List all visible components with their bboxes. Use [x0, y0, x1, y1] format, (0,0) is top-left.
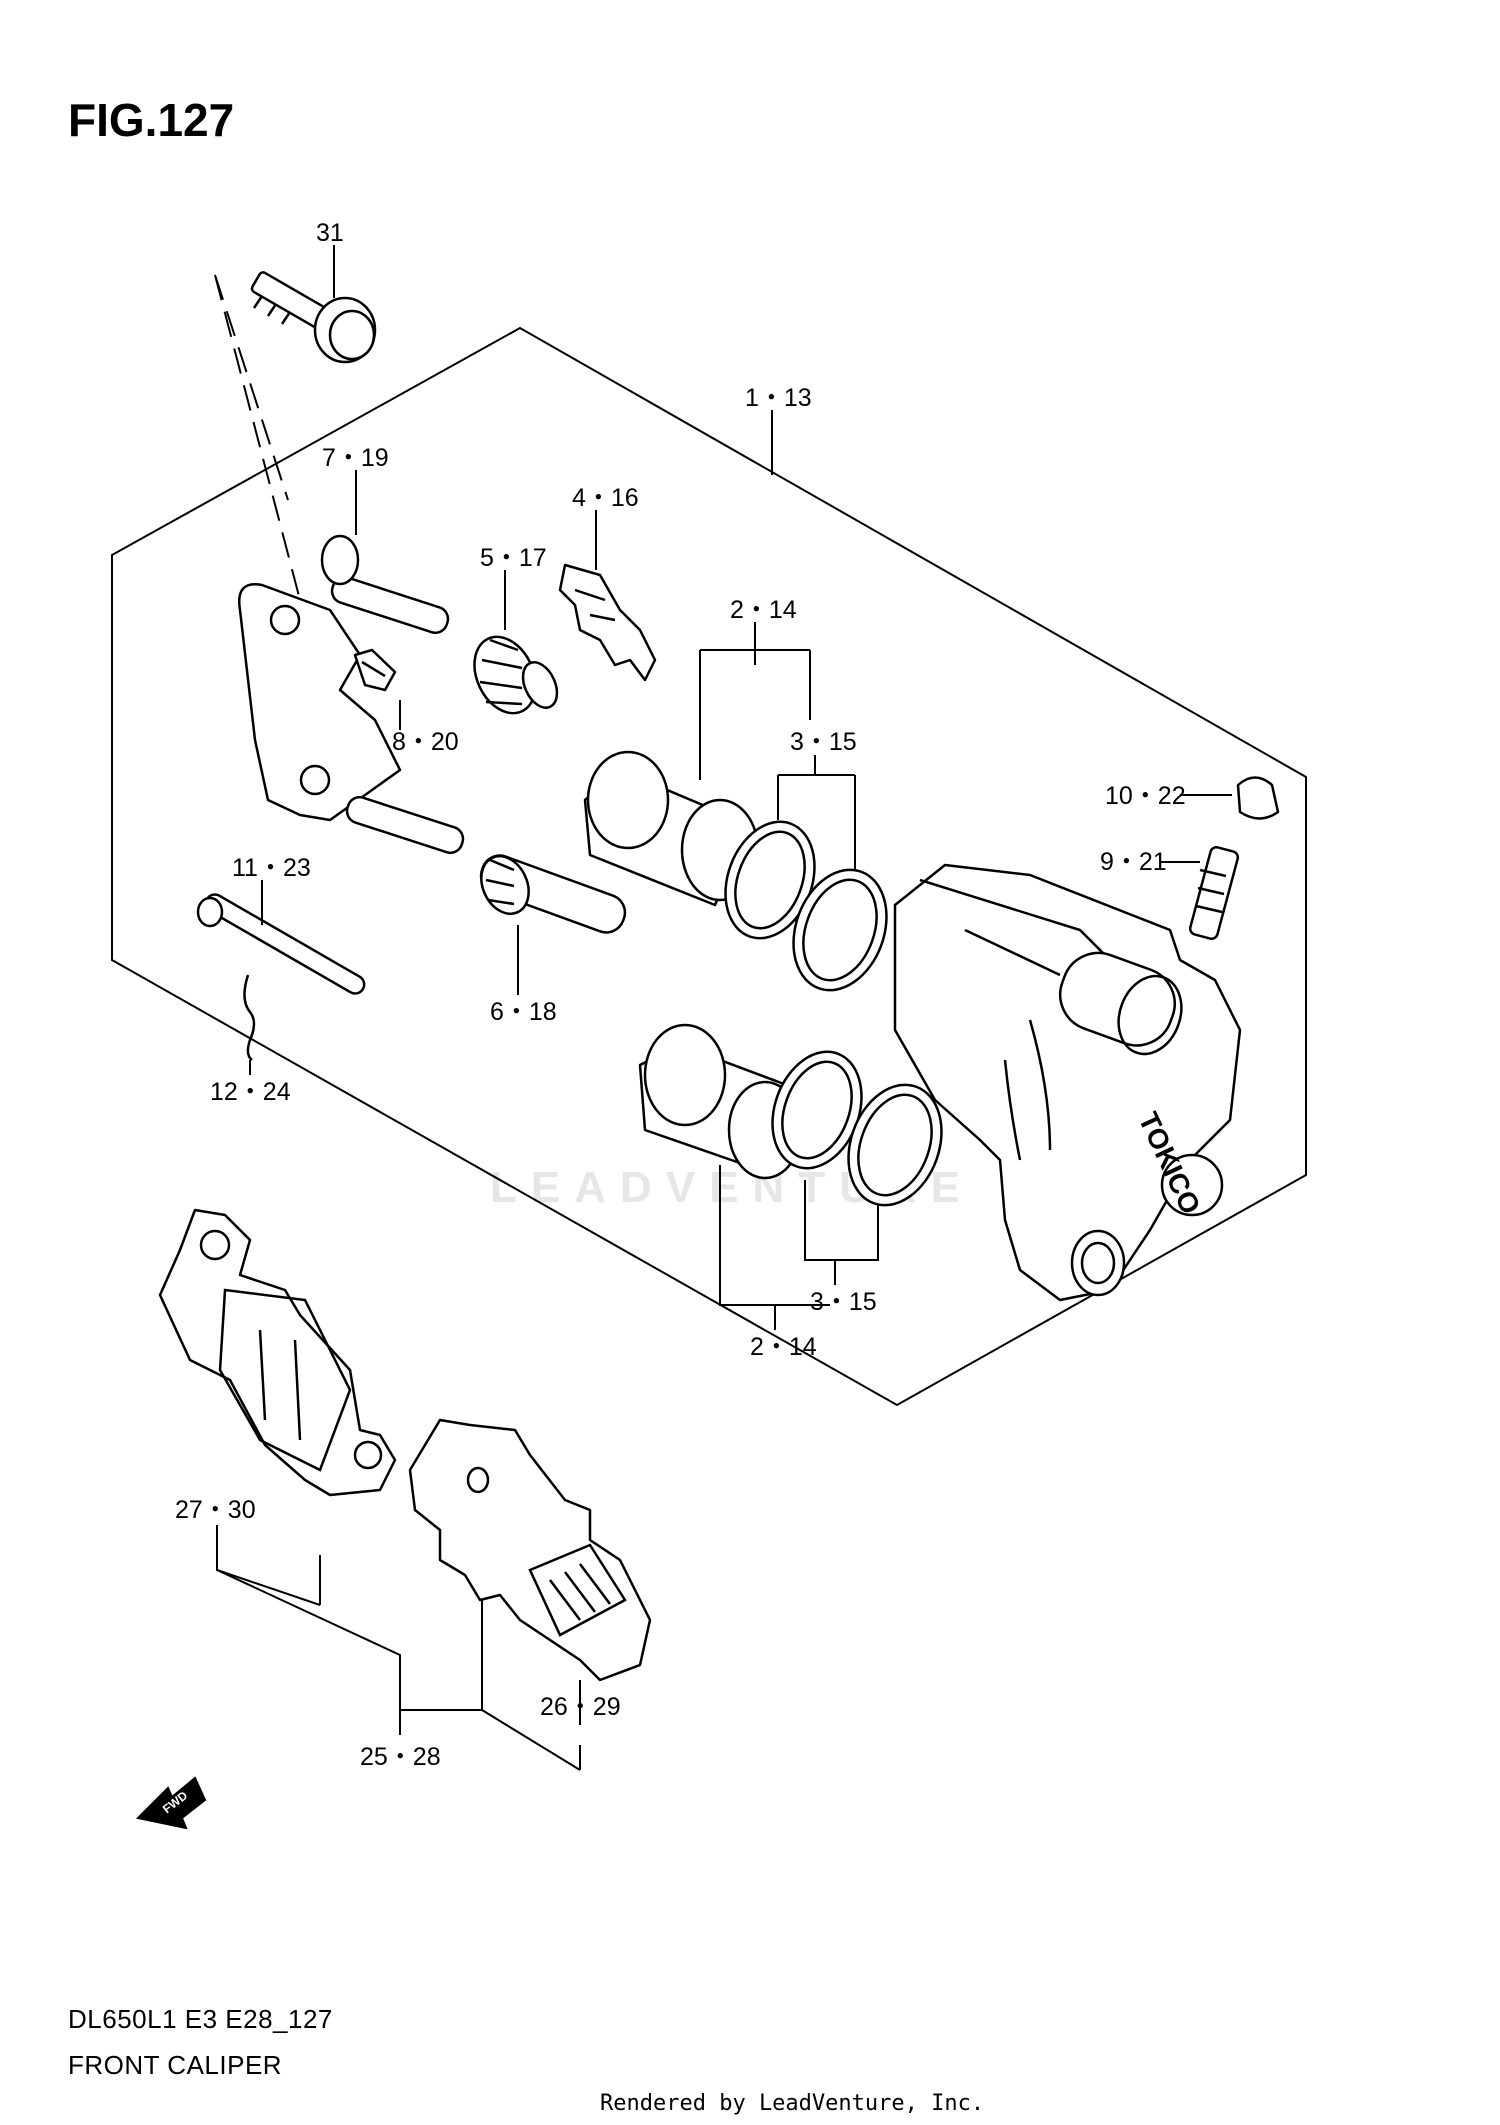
render-credit: Rendered by LeadVenture, Inc. — [600, 2091, 984, 2116]
callout-31: 31 — [316, 219, 344, 247]
bracket-3-15-bottom — [804, 1180, 879, 1285]
bolt-31-part — [250, 271, 377, 364]
slide-pin-part — [479, 854, 627, 934]
figure-title: FIG.127 — [68, 94, 234, 146]
callout-12-24: 12・24 — [210, 1078, 291, 1106]
callout-9-21: 9・21 — [1100, 848, 1167, 876]
model-code: DL650L1 E3 E28_127 — [68, 2004, 333, 2034]
brake-pad-front-part — [158, 1208, 397, 1497]
bracket-2-14-top — [699, 622, 811, 780]
seals-part — [724, 820, 943, 1207]
callout-2-14-top: 2・14 — [730, 596, 797, 624]
bleeder-valve-part — [1188, 846, 1240, 940]
bracket-3-15-top — [777, 755, 856, 870]
caliper-bracket-part — [238, 534, 465, 855]
pad-clip-part — [353, 648, 397, 692]
brake-pad-rear-part — [408, 1418, 652, 1682]
callout-11-23: 11・23 — [232, 854, 311, 882]
callout-25-28: 25・28 — [360, 1743, 441, 1771]
callout-10-22: 10・22 — [1105, 782, 1186, 810]
callout-7-19: 7・19 — [322, 444, 389, 472]
callout-5-17: 5・17 — [480, 544, 547, 572]
caliper-body-part: TOKICO — [893, 863, 1242, 1302]
assembly-outline — [111, 326, 1307, 1407]
callout-26-29: 26・29 — [540, 1693, 621, 1721]
piston-upper-part — [583, 750, 760, 907]
callout-3-15-bottom: 3・15 — [810, 1288, 877, 1316]
pad-spring-part — [558, 563, 657, 682]
callout-6-18: 6・18 — [490, 998, 557, 1026]
callout-2-14-bottom: 2・14 — [750, 1333, 817, 1361]
section-name: FRONT CALIPER — [68, 2050, 282, 2080]
callout-1-13: 1・13 — [745, 384, 812, 412]
bracket-pad-set — [216, 1555, 581, 1771]
bracket-2-14-bottom — [719, 1165, 830, 1330]
forward-arrow-icon: FWD — [135, 1776, 207, 1830]
callout-4-16: 4・16 — [572, 484, 639, 512]
pad-pin-part — [196, 893, 366, 995]
bolt-leader-dashed — [214, 274, 301, 601]
bleeder-cap-part — [1236, 776, 1280, 820]
r-clip-part — [243, 974, 256, 1062]
callout-27-30: 27・30 — [175, 1496, 256, 1524]
boot-5-17-part — [473, 635, 559, 715]
callout-8-20: 8・20 — [392, 728, 459, 756]
callout-3-15-top: 3・15 — [790, 728, 857, 756]
